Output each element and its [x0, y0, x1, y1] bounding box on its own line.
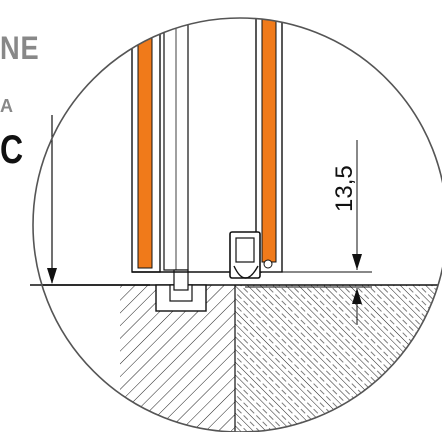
bottom-seal-lip — [233, 265, 259, 279]
glass-panel-left — [137, 18, 153, 269]
floor-slab-right — [235, 285, 442, 432]
seal-screw — [263, 259, 273, 269]
cropped-heading-text: NE — [0, 30, 40, 66]
left-dimension-arrow — [47, 268, 57, 284]
dimension-value: 13,5 — [331, 165, 358, 212]
bottom-seal-inner — [235, 237, 255, 263]
dimension-arrow-lower — [352, 288, 362, 304]
roller-pin — [173, 269, 189, 291]
glass-panel-right — [261, 18, 277, 263]
magnified-detail: 13,5 — [33, 18, 442, 432]
cropped-label-text: C — [0, 128, 24, 172]
cropped-subheading-text: A — [0, 96, 13, 116]
dimension-arrow-upper — [352, 254, 362, 270]
magnifier-circle — [32, 17, 442, 432]
